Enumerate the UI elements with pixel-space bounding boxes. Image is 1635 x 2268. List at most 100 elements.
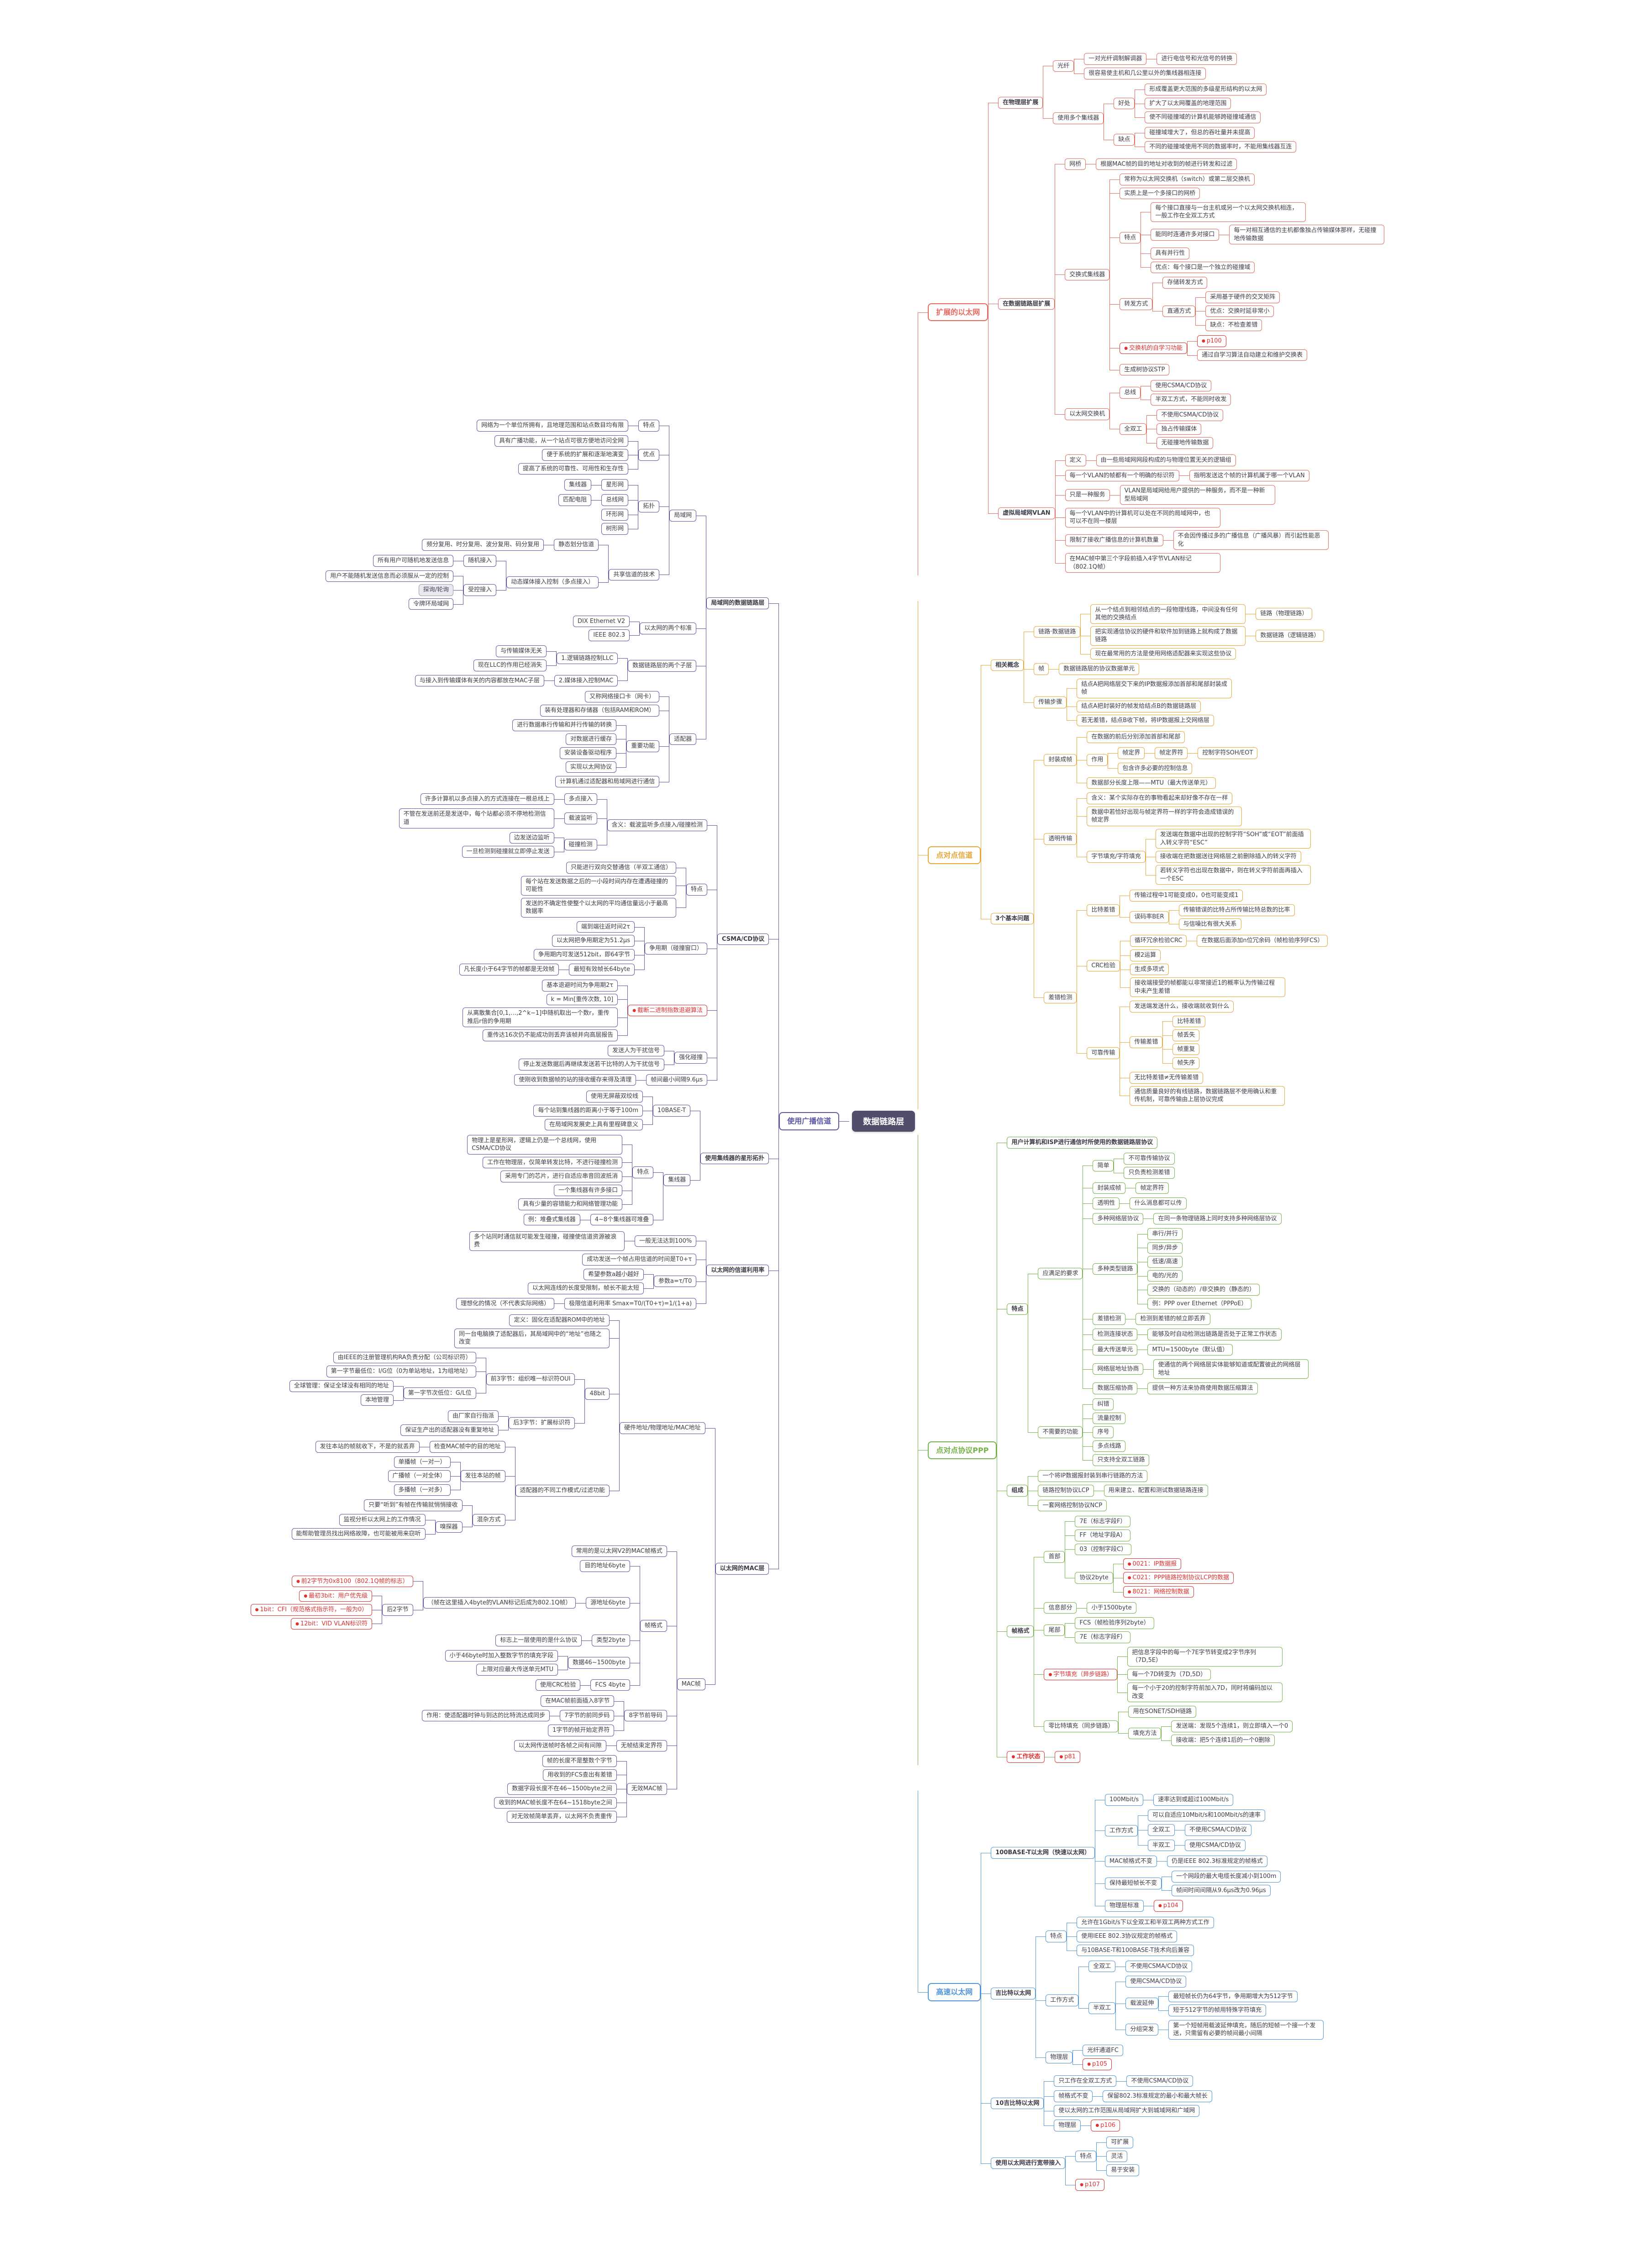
mindmap-node[interactable]: p100 bbox=[1197, 335, 1226, 347]
mindmap-node[interactable]: 形成覆盖更大范围的多级星形结构的以太网 bbox=[1145, 84, 1267, 95]
mindmap-node[interactable]: 基本退避时间为争用期2τ bbox=[542, 980, 618, 992]
mindmap-node[interactable]: 在局域网发展史上具有里程碑意义 bbox=[544, 1118, 643, 1131]
mindmap-node[interactable]: 透明性 bbox=[1093, 1197, 1120, 1209]
mindmap-node[interactable]: 48bit bbox=[585, 1388, 610, 1400]
mindmap-node[interactable]: 争用期内可发送512bit，即64字节 bbox=[533, 949, 635, 961]
mindmap-node[interactable]: MAC帧 bbox=[677, 1678, 705, 1690]
mindmap-node[interactable]: 特点 bbox=[638, 420, 660, 432]
mindmap-node[interactable]: FCS（帧检验序列2byte） bbox=[1075, 1617, 1154, 1629]
mindmap-node[interactable]: 用户计算机和ISP进行通信时所使用的数据链路层协议 bbox=[1007, 1137, 1158, 1149]
mindmap-node[interactable]: 第一字节次低位：G/L位 bbox=[403, 1387, 476, 1399]
mindmap-node[interactable]: 不使用CSMA/CD协议 bbox=[1157, 409, 1224, 421]
mindmap-node[interactable]: p106 bbox=[1091, 2120, 1120, 2131]
mindmap-node[interactable]: 特点 bbox=[632, 1166, 654, 1178]
mindmap-node[interactable]: 优点：每个接口是一个独立的碰撞域 bbox=[1151, 261, 1255, 274]
mindmap-node[interactable]: 嗅探器 bbox=[435, 1521, 463, 1533]
mindmap-node[interactable]: 帧失序 bbox=[1172, 1057, 1200, 1069]
mindmap-node[interactable]: 参数a=τ/T0 bbox=[653, 1275, 697, 1287]
mindmap-node[interactable]: 提高了系统的可靠性、可用性和生存性 bbox=[518, 463, 629, 475]
mindmap-node[interactable]: 与传输媒体无关 bbox=[496, 645, 547, 657]
mindmap-node[interactable]: 本地管理 bbox=[360, 1394, 394, 1406]
mindmap-node[interactable]: 广播帧（一对全体） bbox=[388, 1470, 451, 1482]
mindmap-node[interactable]: 8021：网络控制数据 bbox=[1123, 1586, 1194, 1598]
mindmap-node[interactable]: CRC检验 bbox=[1087, 960, 1120, 972]
mindmap-node[interactable]: 使用CSMA/CD协议 bbox=[1185, 1839, 1246, 1851]
mindmap-node[interactable]: 集线器 bbox=[564, 479, 592, 491]
branch-node[interactable]: 点对点信道 bbox=[928, 846, 981, 865]
mindmap-node[interactable]: 适配器 bbox=[669, 733, 697, 745]
mindmap-node[interactable]: 安装设备驱动程序 bbox=[560, 747, 617, 759]
mindmap-node[interactable]: 在MAC帧中第三个字段前插入4字节VLAN标记（802.1Q帧） bbox=[1065, 553, 1220, 573]
mindmap-node[interactable]: 实质上是一个多接口的网桥 bbox=[1120, 187, 1200, 200]
mindmap-node[interactable]: 一个集线器有许多接口 bbox=[554, 1184, 623, 1197]
mindmap-node[interactable]: 光纤 bbox=[1053, 60, 1074, 72]
mindmap-node[interactable]: 很容易使主机和几公里以外的集线器相连接 bbox=[1084, 68, 1206, 79]
mindmap-node[interactable]: 扩大了以太网覆盖的地理范围 bbox=[1145, 97, 1231, 110]
mindmap-node[interactable]: 局域网 bbox=[669, 509, 697, 522]
mindmap-node[interactable]: 保证生产出的适配器没有重复地址 bbox=[400, 1424, 499, 1436]
mindmap-node[interactable]: 单播帧（一对一） bbox=[394, 1456, 451, 1468]
mindmap-node[interactable]: 吉比特以太网 bbox=[991, 1988, 1036, 1999]
mindmap-node[interactable]: 每一个7D转变为（7D,5D） bbox=[1127, 1668, 1211, 1681]
mindmap-node[interactable]: 速率达到或超过100Mbit/s bbox=[1153, 1794, 1234, 1806]
mindmap-node[interactable]: 字节填充（异步链路） bbox=[1044, 1668, 1118, 1681]
mindmap-node[interactable]: 使用CSMA/CD协议 bbox=[1151, 380, 1212, 392]
mindmap-node[interactable]: 重要功能 bbox=[626, 740, 660, 752]
mindmap-node[interactable]: 能够及时自动检测出链路是否处于正常工作状态 bbox=[1147, 1328, 1282, 1340]
mindmap-node[interactable]: 发送人为干扰信号 bbox=[607, 1044, 664, 1057]
mindmap-node[interactable]: 用在SONET/SDH链路 bbox=[1128, 1706, 1197, 1718]
mindmap-node[interactable]: 比特差错 bbox=[1087, 904, 1120, 916]
mindmap-node[interactable]: 12bit：VID VLAN标识符 bbox=[291, 1618, 373, 1630]
mindmap-node[interactable]: 帧间时间间隔从9.6μs改为0.96μs bbox=[1171, 1884, 1271, 1897]
mindmap-node[interactable]: 受控接入 bbox=[463, 584, 497, 596]
mindmap-node[interactable]: 封装成帧 bbox=[1093, 1182, 1126, 1194]
mindmap-node[interactable]: 具有广播功能，从一个站点可很方便地访问全网 bbox=[494, 435, 629, 447]
mindmap-node[interactable]: 许多计算机以多点接入的方式连接在一根总线上 bbox=[420, 793, 554, 805]
mindmap-node[interactable]: 作用：使适配器时钟与到达的比特流达成同步 bbox=[422, 1709, 550, 1722]
mindmap-node[interactable]: 帧格式不变 bbox=[1054, 2090, 1093, 2102]
mindmap-node[interactable]: 差错检测 bbox=[1093, 1313, 1126, 1325]
mindmap-node[interactable]: 数据链路层的两个子层 bbox=[628, 660, 697, 672]
mindmap-node[interactable]: 每个站到集线器的距离小于等于100m bbox=[533, 1104, 643, 1117]
mindmap-node[interactable]: k = Min[重传次数, 10] bbox=[546, 993, 618, 1006]
mindmap-node[interactable]: 链路（物理链路） bbox=[1256, 608, 1313, 620]
mindmap-node[interactable]: 生成多项式 bbox=[1130, 963, 1169, 976]
mindmap-node[interactable]: 碰撞域增大了，但总的吞吐量并未提高 bbox=[1145, 127, 1255, 139]
mindmap-node[interactable]: 含义：载波监听多点接入/碰撞检测 bbox=[607, 819, 707, 832]
mindmap-node[interactable]: 8字节前导码 bbox=[624, 1709, 667, 1722]
mindmap-node[interactable]: 循环冗余检验CRC bbox=[1130, 935, 1187, 947]
mindmap-node[interactable]: 探询/轮询 bbox=[418, 584, 454, 596]
mindmap-node[interactable]: 物理层 bbox=[1046, 2051, 1073, 2063]
mindmap-node[interactable]: 前3字节：组织唯一标识符OUI bbox=[486, 1373, 575, 1385]
mindmap-node[interactable]: 数据46~1500byte bbox=[568, 1657, 630, 1669]
mindmap-node[interactable]: 极限信道利用率 Smax=T0/(T0+τ)=1/(1+a) bbox=[564, 1298, 697, 1310]
mindmap-node[interactable]: 帧定界符 bbox=[1155, 747, 1188, 759]
mindmap-node[interactable]: 又称网络接口卡（网卡） bbox=[585, 691, 660, 703]
mindmap-node[interactable]: IEEE 802.3 bbox=[589, 629, 630, 641]
mindmap-node[interactable]: 对无效帧简单丢弃，以太网不负责重传 bbox=[506, 1811, 617, 1823]
mindmap-node[interactable]: 以太网连线的长度受限制，帧长不能太短 bbox=[527, 1282, 644, 1294]
mindmap-node[interactable]: 能帮助管理员找出网络故障，也可能被用来窃听 bbox=[291, 1528, 426, 1540]
mindmap-node[interactable]: 模2运算 bbox=[1130, 949, 1161, 961]
mindmap-node[interactable]: 边发送边监听 bbox=[509, 832, 554, 844]
mindmap-node[interactable]: 只是一种服务 bbox=[1065, 489, 1110, 501]
mindmap-node[interactable]: 7E（标志字段F） bbox=[1075, 1515, 1131, 1528]
mindmap-node[interactable]: 传输差错 bbox=[1130, 1036, 1163, 1048]
mindmap-node[interactable]: 发往本站的帧就收下，不是的就丢弃 bbox=[315, 1441, 420, 1453]
mindmap-node[interactable]: 检测到差错的帧立即丢弃 bbox=[1136, 1313, 1210, 1325]
mindmap-node[interactable]: 传输过程中1可能变成0，0也可能变成1 bbox=[1130, 890, 1243, 902]
mindmap-node[interactable]: 发送端：发现5个连续1，则立即填入一个0 bbox=[1171, 1720, 1293, 1732]
mindmap-node[interactable]: 半双工 bbox=[1147, 1839, 1175, 1851]
mindmap-node[interactable]: 易于安装 bbox=[1106, 2164, 1140, 2176]
mindmap-node[interactable]: 例：PPP over Ethernet（PPPoE） bbox=[1147, 1298, 1252, 1310]
mindmap-node[interactable]: MTU=1500byte（默认值） bbox=[1147, 1344, 1233, 1356]
mindmap-node[interactable]: 帧 bbox=[1034, 663, 1049, 675]
mindmap-node[interactable]: 结点A把网络层交下来的IP数据报添加首部和尾部封装成帧 bbox=[1077, 678, 1232, 698]
mindmap-node[interactable]: 优点 bbox=[638, 449, 660, 461]
mindmap-node[interactable]: 接收端：把5个连续1后的一个0删除 bbox=[1171, 1734, 1275, 1746]
mindmap-node[interactable]: 帧丢失 bbox=[1172, 1029, 1200, 1041]
mindmap-node[interactable]: 第一个短帧用载波延伸填充，随后的短帧一个接一个发送，只需留有必要的帧间最小间隔 bbox=[1168, 2020, 1324, 2040]
mindmap-node[interactable]: 同步/异步 bbox=[1147, 1242, 1183, 1254]
mindmap-node[interactable]: 小于1500byte bbox=[1087, 1602, 1136, 1614]
mindmap-node[interactable]: 集线器 bbox=[663, 1174, 691, 1186]
